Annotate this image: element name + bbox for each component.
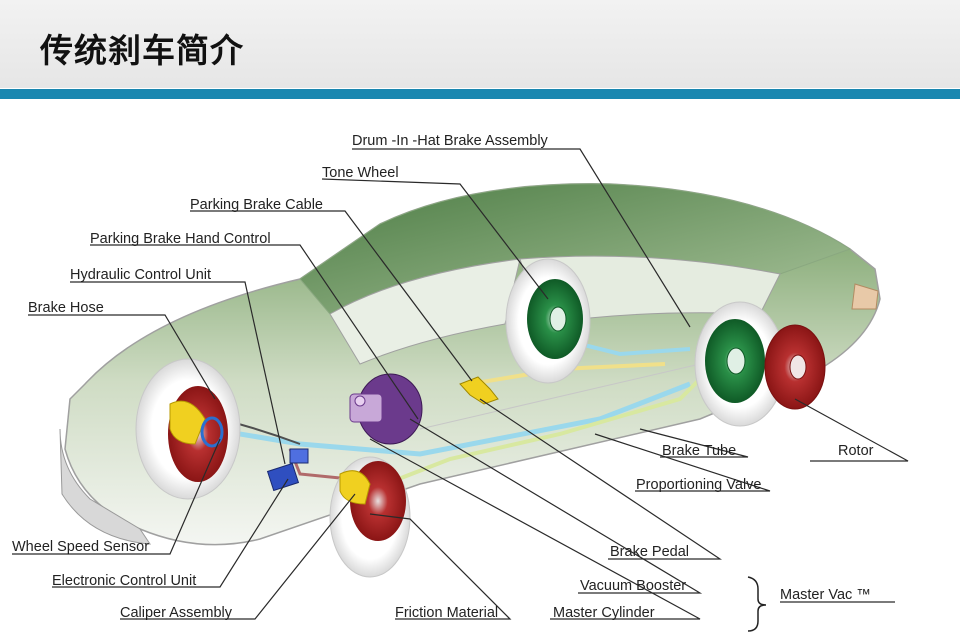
label-proportioning-valve: Proportioning Valve: [636, 477, 761, 493]
brake-system-diagram: Drum -In -Hat Brake Assembly Tone Wheel …: [12, 133, 909, 632]
accent-bar: [0, 89, 960, 99]
rear-left-drum: [505, 258, 591, 384]
label-friction-material: Friction Material: [395, 605, 498, 621]
label-drum-in-hat: Drum -In -Hat Brake Assembly: [352, 133, 549, 149]
vacuum-booster: [349, 373, 423, 445]
label-wheel-speed-sensor: Wheel Speed Sensor: [12, 539, 149, 555]
diagram-labels: Drum -In -Hat Brake Assembly Tone Wheel …: [12, 133, 874, 621]
label-electronic-control-unit: Electronic Control Unit: [52, 573, 196, 589]
page-title: 传统刹车简介: [40, 31, 244, 70]
label-hydraulic-control-unit: Hydraulic Control Unit: [70, 267, 211, 283]
leader-lines: [12, 148, 909, 620]
header-band: 传统刹车简介: [0, 0, 960, 88]
label-master-cylinder: Master Cylinder: [553, 605, 655, 621]
label-tone-wheel: Tone Wheel: [322, 165, 399, 181]
label-parking-brake-cable: Parking Brake Cable: [190, 197, 323, 213]
label-master-vac: Master Vac ™: [780, 587, 871, 603]
label-parking-brake-hand-control: Parking Brake Hand Control: [90, 231, 271, 247]
parking-brake-lever: [459, 376, 499, 405]
car-body: [59, 183, 881, 546]
rear-right-drum: [694, 301, 786, 427]
label-brake-tube: Brake Tube: [662, 443, 736, 459]
label-caliper-assembly: Caliper Assembly: [120, 605, 233, 621]
front-left-wheel: [135, 358, 241, 500]
hydraulic-control-unit: [266, 448, 309, 492]
rotor-disc: [764, 324, 826, 410]
master-vac-bracket: [747, 576, 767, 632]
label-vacuum-booster: Vacuum Booster: [580, 578, 686, 594]
label-brake-pedal: Brake Pedal: [610, 544, 689, 560]
label-brake-hose: Brake Hose: [28, 300, 104, 316]
label-rotor: Rotor: [838, 443, 874, 459]
front-right-wheel: [329, 456, 411, 578]
